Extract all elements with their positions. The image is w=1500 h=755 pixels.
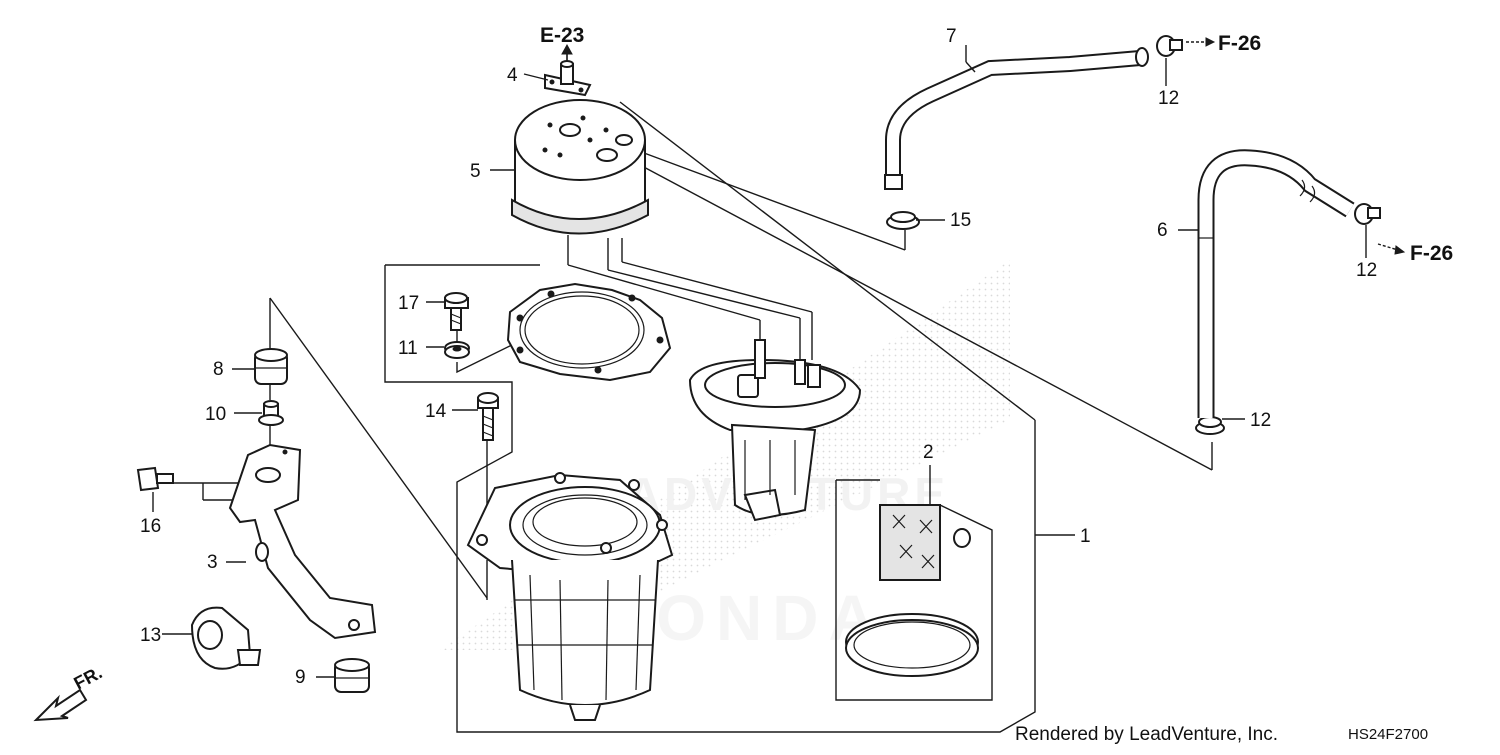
grommet-part-8 (254, 348, 288, 385)
diagram-code: HS24F2700 (1348, 726, 1428, 743)
ref-f26-right: F-26 (1410, 242, 1453, 265)
ref-f26-top: F-26 (1218, 32, 1261, 55)
callout-9: 9 (295, 667, 306, 688)
callout-leaders (152, 45, 1245, 678)
hose-part-6 (1197, 149, 1355, 418)
callout-3: 3 (207, 552, 218, 573)
callout-4: 4 (507, 65, 518, 86)
fuel-pump-module (688, 339, 862, 522)
clamp-part-13 (190, 606, 262, 670)
collar-part-10 (258, 400, 284, 426)
bolt-part-17 (444, 292, 469, 331)
reference-tags: E-23 F-26 F-26 (540, 24, 1453, 265)
callout-12-lower: 12 (1250, 410, 1271, 431)
bracket-part-3 (228, 443, 377, 640)
callout-14: 14 (425, 401, 447, 422)
callout-2: 2 (923, 442, 934, 463)
hose-part-7 (884, 47, 1149, 190)
washer-part-11 (444, 341, 470, 359)
clamp-part-12-lower (1195, 416, 1225, 435)
front-label: FR. (70, 662, 105, 693)
callout-11: 11 (398, 338, 418, 359)
callout-15: 15 (950, 210, 971, 231)
clamp-part-12-top (1156, 35, 1183, 57)
gasket (506, 282, 672, 382)
clamp-part-12-right (1354, 203, 1381, 225)
callout-16: 16 (140, 516, 161, 537)
callout-labels: 1 2 3 4 5 6 7 8 9 10 11 12 12 12 13 14 1… (140, 26, 1377, 688)
front-direction-arrow: FR. (33, 662, 105, 722)
callout-17: 17 (398, 293, 419, 314)
callout-12-right: 12 (1356, 260, 1377, 281)
leader-lines (172, 48, 1367, 600)
pump-housing (466, 472, 674, 721)
cover-part-5 (511, 99, 649, 235)
callout-6: 6 (1157, 220, 1168, 241)
callout-13: 13 (140, 625, 161, 646)
grommet-part-9 (334, 658, 370, 693)
clamp-part-15 (886, 211, 920, 230)
callout-12-top: 12 (1158, 88, 1179, 109)
callout-1: 1 (1080, 526, 1091, 547)
callout-7: 7 (946, 26, 957, 47)
filter-kit-part-2 (845, 504, 979, 677)
assembly-frame (384, 101, 1075, 733)
callout-5: 5 (470, 161, 481, 182)
render-credit: Rendered by LeadVenture, Inc. (1015, 724, 1278, 745)
ref-e23: E-23 (540, 24, 584, 47)
bolt-part-16 (136, 466, 174, 492)
bolt-part-14 (477, 392, 499, 441)
fitting-part-4 (544, 60, 592, 97)
callout-10: 10 (205, 404, 226, 425)
callout-8: 8 (213, 359, 224, 380)
footer: Rendered by LeadVenture, Inc. HS24F2700 (1015, 724, 1428, 745)
